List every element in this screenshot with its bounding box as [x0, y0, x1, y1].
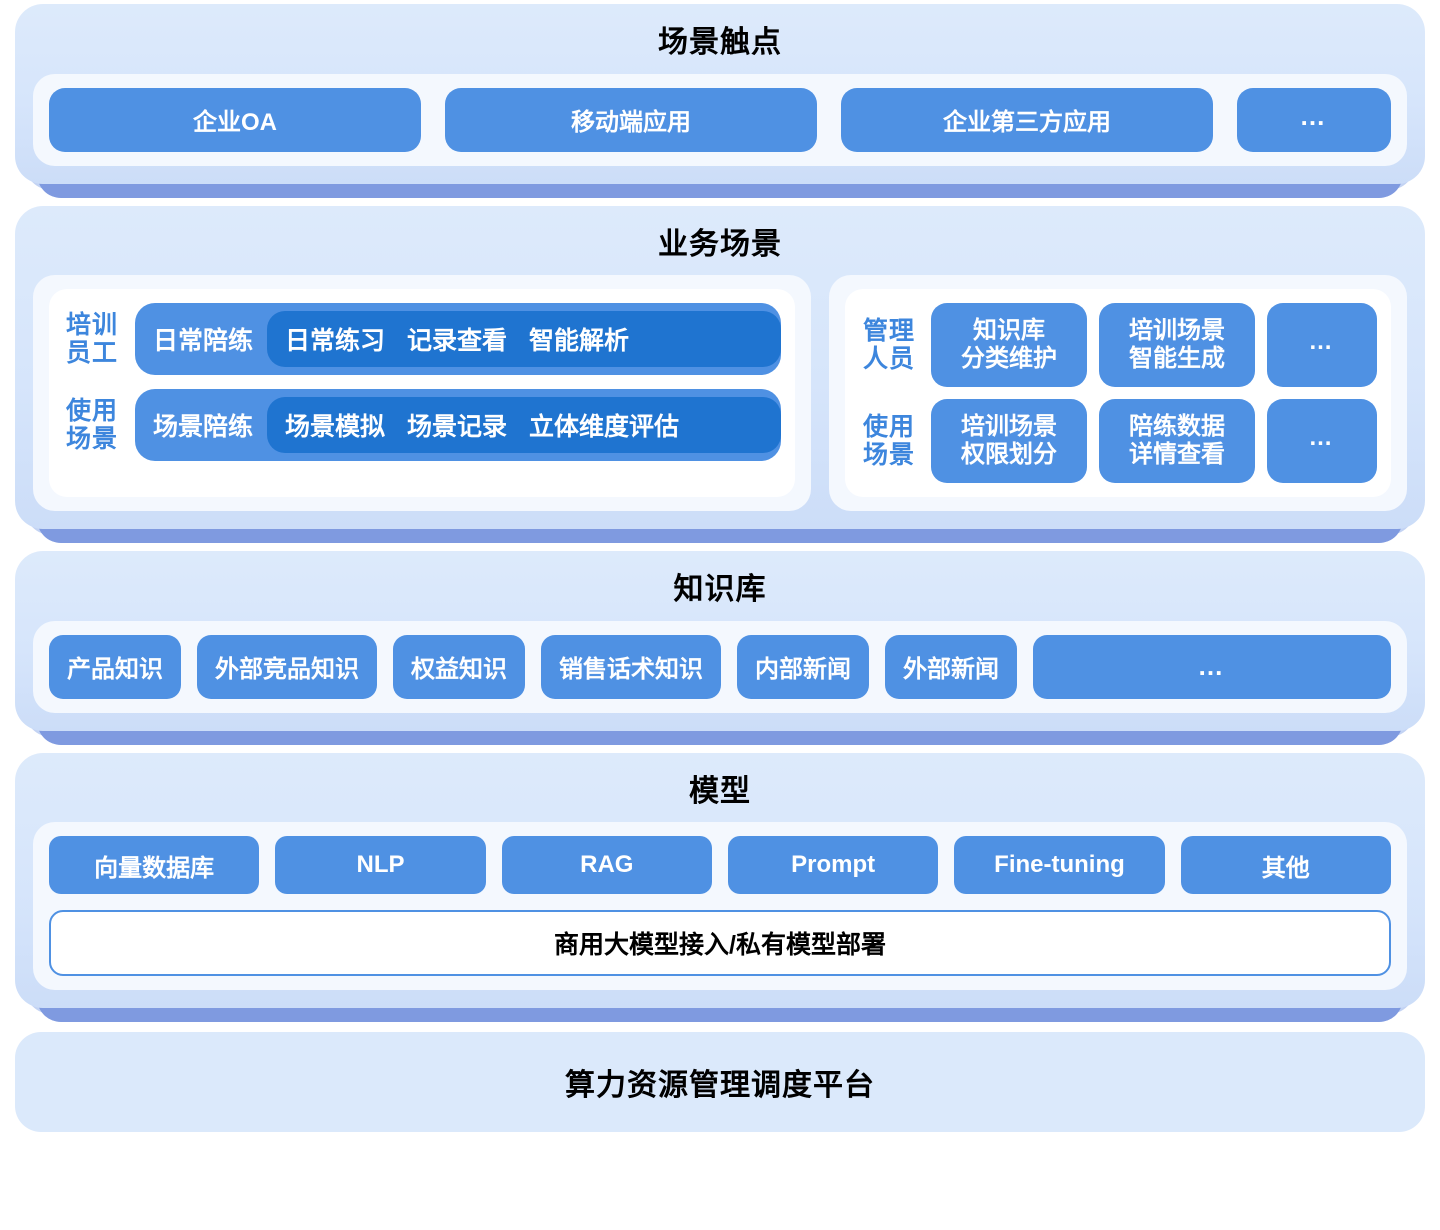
daily-sparring-features: 日常练习 记录查看 智能解析: [267, 311, 781, 367]
layer-model: 模型 向量数据库 NLP RAG Prompt Fine-tuning 其他 商…: [15, 752, 1425, 1022]
admin-feature-line2: 智能生成: [1129, 345, 1225, 372]
touchpoints-panel: 企业OA 移动端应用 企业第三方应用 …: [33, 73, 1407, 166]
kb-more-icon[interactable]: …: [1033, 634, 1391, 699]
compute-platform-title: 算力资源管理调度平台: [565, 1069, 875, 1102]
role-label-line1: 使用: [862, 413, 915, 441]
feature-smart-analysis[interactable]: 智能解析: [529, 327, 630, 355]
knowledge-row: 产品知识 外部竞品知识 权益知识 销售话术知识 内部新闻 外部新闻 …: [49, 634, 1391, 699]
business-right-panel: 管理 人员 知识库 分类维护 培训场景 智能生成 …: [829, 275, 1407, 511]
admin-feature-line1: 陪练数据: [1129, 413, 1225, 441]
touchpoints-title: 场景触点: [658, 26, 782, 59]
business-columns: 培训 员工 日常陪练 日常练习 记录查看 智能解析: [33, 275, 1407, 511]
scene-sparring-features: 场景模拟 场景记录 立体维度评估: [267, 397, 781, 453]
model-deployment-box[interactable]: 商用大模型接入/私有模型部署: [49, 910, 1391, 976]
role-label-line1: 培训: [65, 311, 118, 339]
role-label-line1: 使用: [65, 397, 118, 425]
model-tech-fine-tuning[interactable]: Fine-tuning: [954, 836, 1165, 894]
model-tech-prompt[interactable]: Prompt: [727, 836, 939, 894]
feature-daily-practice[interactable]: 日常练习: [285, 327, 386, 355]
layer-business-scenarios: 业务场景 培训 员工 日常陪练 日常练习: [15, 205, 1425, 543]
layer-compute-platform: 算力资源管理调度平台: [15, 1032, 1425, 1132]
kb-item-product[interactable]: 产品知识: [49, 634, 181, 699]
admin-feature-sparring-data-detail[interactable]: 陪练数据 详情查看: [1099, 399, 1255, 483]
daily-sparring-label: 日常陪练: [153, 327, 254, 355]
daily-sparring-group[interactable]: 日常陪练 日常练习 记录查看 智能解析: [135, 303, 781, 375]
kb-item-sales-script[interactable]: 销售话术知识: [541, 634, 721, 699]
business-row-training-staff: 培训 员工 日常陪练 日常练习 记录查看 智能解析: [63, 303, 781, 375]
knowledge-card: 知识库 产品知识 外部竞品知识 权益知识 销售话术知识 内部新闻 外部新闻 …: [15, 551, 1425, 731]
admin-feature-scene-permission[interactable]: 培训场景 权限划分: [931, 399, 1087, 483]
model-tech-other[interactable]: 其他: [1180, 836, 1391, 894]
model-panel: 向量数据库 NLP RAG Prompt Fine-tuning 其他 商用大模…: [33, 822, 1407, 990]
admin-feature-line2: 权限划分: [961, 441, 1057, 468]
admin-usage-more-icon[interactable]: …: [1267, 399, 1377, 483]
admin-feature-line2: 详情查看: [1129, 441, 1225, 468]
touchpoint-more-icon[interactable]: …: [1237, 87, 1391, 152]
kb-item-benefits[interactable]: 权益知识: [393, 634, 525, 699]
admin-feature-line1: 培训场景: [1129, 317, 1225, 345]
compute-platform-card: 算力资源管理调度平台: [15, 1032, 1425, 1132]
role-label-line2: 场景: [65, 425, 118, 453]
kb-item-external-competitor[interactable]: 外部竞品知识: [197, 634, 377, 699]
model-tech-nlp[interactable]: NLP: [275, 836, 486, 894]
feature-scene-simulation[interactable]: 场景模拟: [285, 413, 386, 441]
touchpoints-row: 企业OA 移动端应用 企业第三方应用 …: [49, 87, 1391, 152]
touchpoints-card: 场景触点 企业OA 移动端应用 企业第三方应用 …: [15, 4, 1425, 184]
feature-record-view[interactable]: 记录查看: [407, 327, 508, 355]
admin-feature-line2: 分类维护: [961, 345, 1057, 372]
business-row-admin-usage-scene: 使用 场景 培训场景 权限划分 陪练数据 详情查看 …: [859, 399, 1377, 483]
layer-touchpoints: 场景触点 企业OA 移动端应用 企业第三方应用 …: [15, 4, 1425, 198]
admin-feature-kb-category[interactable]: 知识库 分类维护: [931, 303, 1087, 387]
business-row-admin-staff: 管理 人员 知识库 分类维护 培训场景 智能生成 …: [859, 303, 1377, 387]
knowledge-title: 知识库: [673, 573, 767, 606]
business-left-inner: 培训 员工 日常陪练 日常练习 记录查看 智能解析: [49, 289, 795, 497]
feature-scene-record[interactable]: 场景记录: [407, 413, 508, 441]
touchpoint-mobile-app[interactable]: 移动端应用: [445, 87, 817, 152]
role-label-usage-scene: 使用 场景: [63, 397, 121, 453]
model-title: 模型: [689, 774, 751, 808]
feature-multidimensional-assessment[interactable]: 立体维度评估: [529, 413, 680, 441]
knowledge-panel: 产品知识 外部竞品知识 权益知识 销售话术知识 内部新闻 外部新闻 …: [33, 620, 1407, 713]
role-label-admin-staff: 管理 人员: [859, 317, 919, 373]
business-title: 业务场景: [658, 227, 782, 261]
business-row-usage-scene: 使用 场景 场景陪练 场景模拟 场景记录 立体维度评估: [63, 389, 781, 461]
model-tech-row: 向量数据库 NLP RAG Prompt Fine-tuning 其他: [49, 836, 1391, 894]
role-label-line2: 场景: [862, 441, 915, 469]
scene-sparring-label: 场景陪练: [153, 413, 254, 441]
touchpoint-third-party-app[interactable]: 企业第三方应用: [841, 87, 1213, 152]
touchpoint-enterprise-oa[interactable]: 企业OA: [49, 87, 421, 152]
business-card: 业务场景 培训 员工 日常陪练 日常练习: [15, 205, 1425, 529]
kb-item-external-news[interactable]: 外部新闻: [885, 634, 1017, 699]
layer-knowledge-base: 知识库 产品知识 外部竞品知识 权益知识 销售话术知识 内部新闻 外部新闻 …: [15, 551, 1425, 745]
scene-sparring-group[interactable]: 场景陪练 场景模拟 场景记录 立体维度评估: [135, 389, 781, 461]
role-label-line1: 管理: [862, 317, 915, 345]
role-label-admin-usage-scene: 使用 场景: [859, 413, 919, 469]
role-label-training-staff: 培训 员工: [63, 311, 121, 367]
admin-feature-scene-generation[interactable]: 培训场景 智能生成: [1099, 303, 1255, 387]
model-card: 模型 向量数据库 NLP RAG Prompt Fine-tuning 其他 商…: [15, 752, 1425, 1008]
business-right-inner: 管理 人员 知识库 分类维护 培训场景 智能生成 …: [845, 289, 1391, 497]
kb-item-internal-news[interactable]: 内部新闻: [737, 634, 869, 699]
admin-more-icon[interactable]: …: [1267, 303, 1377, 387]
business-left-panel: 培训 员工 日常陪练 日常练习 记录查看 智能解析: [33, 275, 811, 511]
model-tech-vector-db[interactable]: 向量数据库: [49, 836, 260, 894]
admin-feature-line1: 知识库: [973, 317, 1045, 345]
role-label-line2: 员工: [65, 339, 118, 367]
role-label-line2: 人员: [862, 345, 915, 373]
admin-feature-line1: 培训场景: [961, 413, 1057, 441]
model-tech-rag[interactable]: RAG: [501, 836, 712, 894]
